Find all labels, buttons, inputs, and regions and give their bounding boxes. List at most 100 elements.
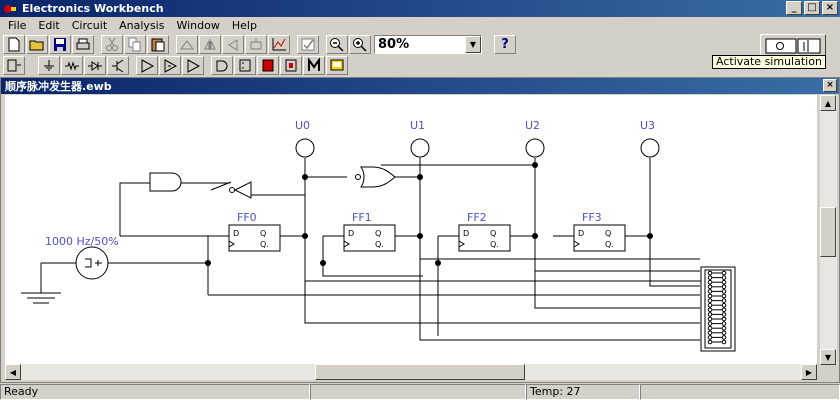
scroll-left-arrow[interactable]: ◀ — [5, 364, 21, 380]
copy-button[interactable] — [124, 34, 146, 54]
menu-file[interactable]: File — [8, 19, 27, 32]
svg-text:Q.: Q. — [490, 240, 499, 249]
sources-bin-button[interactable] — [38, 55, 60, 75]
diodes-bin-button[interactable] — [84, 55, 106, 75]
flip-vertical-icon — [228, 38, 238, 51]
controls-bin-button[interactable] — [280, 55, 302, 75]
digital-ics-bin-button[interactable] — [182, 55, 204, 75]
vertical-scrollbar[interactable]: ▲ ▼ — [820, 95, 837, 365]
ground-icon — [44, 59, 54, 70]
activate-simulation-tooltip: Activate simulation — [712, 55, 826, 69]
subcircuit-icon — [250, 37, 262, 49]
transistors-bin-button[interactable] — [107, 55, 129, 75]
document-close-button[interactable]: × — [823, 79, 837, 92]
new-button[interactable] — [3, 34, 25, 54]
component-properties-button[interactable] — [297, 34, 319, 54]
connector-pin — [707, 275, 713, 280]
rotate-button[interactable] — [176, 34, 198, 54]
open-button[interactable] — [26, 34, 48, 54]
svg-text:Q.: Q. — [605, 240, 614, 249]
zoom-out-icon — [330, 37, 344, 52]
menu-circuit[interactable]: Circuit — [71, 19, 108, 32]
menu-help[interactable]: Help — [231, 19, 257, 32]
indicator-icon — [262, 59, 274, 71]
close-button[interactable]: × — [822, 1, 838, 15]
diode-icon — [88, 60, 102, 71]
maximize-button[interactable]: □ — [804, 1, 820, 15]
zoom-in-button[interactable] — [349, 34, 371, 54]
ff-label-3: FF3 — [582, 211, 602, 224]
zoom-in-icon — [353, 37, 367, 52]
connector-pin — [707, 270, 713, 276]
zoom-out-button[interactable] — [326, 34, 348, 54]
miscellaneous-bin-button[interactable] — [303, 55, 325, 75]
save-button[interactable] — [49, 34, 71, 54]
logic-gate-icon — [216, 60, 228, 71]
scroll-right-arrow[interactable]: ▶ — [801, 364, 817, 380]
svg-text:D: D — [463, 229, 469, 238]
paste-button[interactable] — [147, 34, 169, 54]
misc-icon — [308, 57, 320, 71]
connector-pin — [721, 325, 727, 331]
ff-label-0: FF0 — [237, 211, 257, 224]
instruments-bin-button[interactable] — [326, 55, 348, 75]
logic-gates-bin-button[interactable] — [211, 55, 233, 75]
horizontal-scroll-thumb[interactable] — [315, 364, 525, 380]
menu-edit[interactable]: Edit — [38, 19, 60, 32]
flip-horizontal-button[interactable] — [199, 34, 221, 54]
menu-bar: File Edit Circuit Analysis Window Help — [0, 17, 840, 34]
cut-button[interactable] — [101, 34, 123, 54]
not-gate — [233, 181, 252, 199]
copy-icon — [128, 37, 141, 51]
rotate-icon — [180, 39, 194, 49]
controls-icon — [285, 59, 297, 71]
favorites-bin-button[interactable] — [3, 55, 25, 75]
scroll-up-arrow[interactable]: ▲ — [820, 95, 836, 111]
graph-icon — [272, 37, 286, 50]
connector-pin — [721, 293, 727, 299]
horizontal-scrollbar[interactable]: ◀ ▶ — [5, 364, 817, 380]
svg-text:D: D — [233, 229, 239, 238]
indicators-bin-button[interactable] — [257, 55, 279, 75]
transistor-icon — [112, 59, 124, 72]
svg-text:Q: Q — [375, 229, 381, 238]
menu-window[interactable]: Window — [176, 19, 220, 32]
app-icon[interactable] — [2, 2, 18, 16]
flipflop-ff0 — [228, 224, 281, 252]
connector-pin — [721, 289, 727, 294]
subcircuit-button[interactable] — [245, 34, 267, 54]
graph-button[interactable] — [268, 34, 290, 54]
paste-icon — [151, 38, 165, 51]
probe-u3 — [640, 138, 660, 158]
connector-pin — [721, 312, 727, 317]
zoom-select[interactable]: 80% ▼ — [374, 34, 482, 54]
connector-pin — [721, 330, 727, 336]
connector-pin — [707, 284, 713, 290]
zoom-value: 80% — [378, 36, 410, 52]
menu-analysis[interactable]: Analysis — [119, 19, 165, 32]
vertical-scroll-thumb[interactable] — [820, 207, 836, 257]
flip-vertical-button[interactable] — [222, 34, 244, 54]
mixed-ics-bin-button[interactable] — [159, 55, 181, 75]
print-icon — [76, 38, 90, 49]
digital-bin-button[interactable] — [234, 55, 256, 75]
print-button[interactable] — [72, 34, 94, 54]
chevron-down-icon[interactable]: ▼ — [465, 35, 481, 53]
help-button[interactable]: ? — [494, 34, 516, 54]
analog-ics-bin-button[interactable] — [136, 55, 158, 75]
ground-symbol — [21, 263, 61, 304]
minimize-button[interactable]: _ — [786, 1, 802, 15]
connector-pin — [721, 279, 727, 285]
status-temperature: Temp: 27 — [526, 384, 640, 400]
source-label: 1000 Hz/50% — [45, 235, 119, 248]
svg-text:D: D — [348, 229, 354, 238]
scroll-down-arrow[interactable]: ▼ — [820, 349, 836, 365]
basic-bin-button[interactable] — [61, 55, 83, 75]
connector-pin — [721, 284, 727, 290]
opamp-icon — [141, 58, 155, 73]
connector-pin — [707, 312, 713, 317]
open-icon — [29, 40, 44, 50]
and-gate — [149, 172, 182, 192]
